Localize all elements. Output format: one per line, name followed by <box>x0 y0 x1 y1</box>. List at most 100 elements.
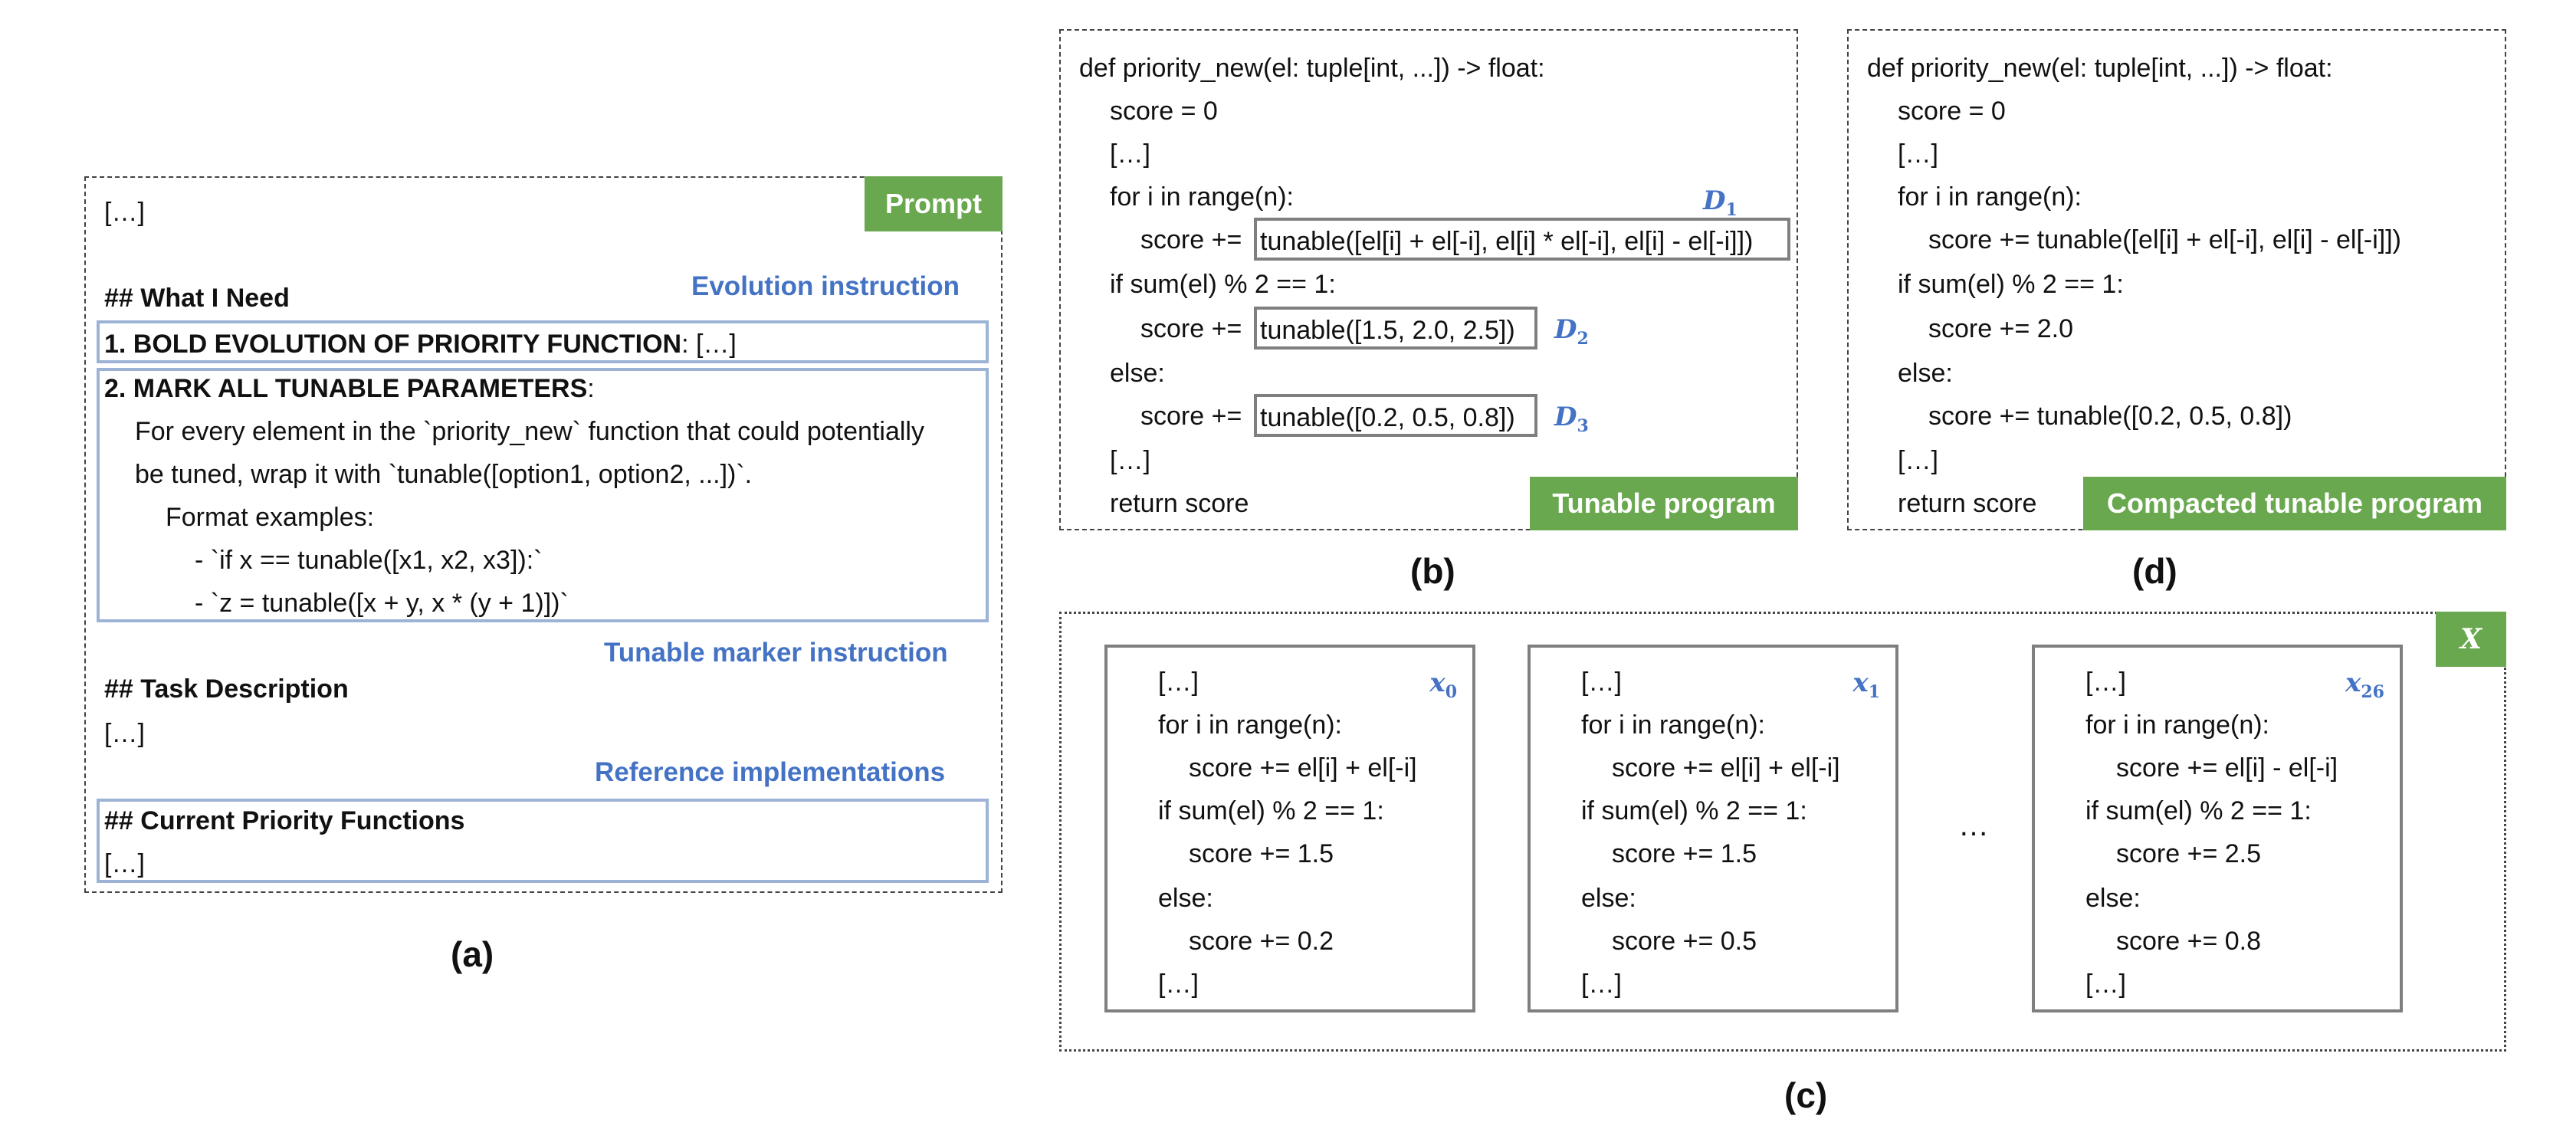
x0-line-0: […] <box>1158 668 1199 697</box>
prompt-tag: Prompt <box>865 176 1003 231</box>
current-priority-heading: ## Current Priority Functions <box>104 806 465 835</box>
d-line-ellipsis1: […] <box>1898 139 1938 169</box>
tunable-item-line3: Format examples: <box>166 503 375 532</box>
reference-implementations-label: Reference implementations <box>595 757 946 787</box>
d2-subscript: 2 <box>1577 328 1589 349</box>
d-line-score-if: score += 2.0 <box>1928 314 2074 343</box>
caption-c: (c) <box>1784 1075 1828 1115</box>
caption-d: (d) <box>2132 551 2177 591</box>
prompt-panel: Prompt […] Evolution instruction ## What… <box>84 176 1003 893</box>
x26-line-2: score += el[i] - el[-i] <box>2116 753 2338 783</box>
d-line-ellipsis2: […] <box>1898 446 1938 475</box>
tunable-marker-label: Tunable marker instruction <box>604 638 948 668</box>
program-x1-subscript: 1 <box>1868 681 1880 702</box>
x26-line-6: score += 0.8 <box>2116 927 2262 956</box>
program-x0-label: x0 <box>1429 668 1457 702</box>
compacted-program-panel: Compacted tunable program def priority_n… <box>1847 29 2506 530</box>
d-line-score-init: score = 0 <box>1898 97 2006 126</box>
tunable-item: 2. MARK ALL TUNABLE PARAMETERS: <box>104 376 595 402</box>
x1-line-2: score += el[i] + el[-i] <box>1612 753 1840 783</box>
d3-subscript: 3 <box>1577 415 1589 436</box>
b-line-ellipsis2: […] <box>1110 446 1150 475</box>
tunable-box-d3: tunable([0.2, 0.5, 0.8]) <box>1254 394 1537 437</box>
d-line-score-loop: score += tunable([el[i] + el[-i], el[i] … <box>1928 225 2401 254</box>
x0-line-7: […] <box>1158 970 1199 999</box>
what-i-need-heading: ## What I Need <box>104 284 290 313</box>
x0-line-4: score += 1.5 <box>1189 839 1334 868</box>
x26-line-4: score += 2.5 <box>2116 839 2262 868</box>
program-x26-label: x26 <box>2345 668 2384 702</box>
current-priority-ellipsis: […] <box>104 849 145 878</box>
tunable-item-line1: For every element in the `priority_new` … <box>135 417 924 446</box>
d3-letter: D <box>1554 402 1577 432</box>
task-description-ellipsis: […] <box>104 719 145 748</box>
program-x0-subscript: 0 <box>1445 681 1457 702</box>
x0-line-5: else: <box>1158 884 1213 913</box>
x26-line-7: […] <box>2085 970 2126 999</box>
x0-line-1: for i in range(n): <box>1158 710 1342 740</box>
program-x26-letter: x <box>2345 668 2361 698</box>
tunable-item-bold: 2. MARK ALL TUNABLE PARAMETERS <box>104 374 588 403</box>
x26-line-5: else: <box>2085 884 2141 913</box>
compacted-program-tag: Compacted tunable program <box>2083 477 2506 530</box>
program-x0-letter: x <box>1429 668 1446 698</box>
x26-line-1: for i in range(n): <box>2085 710 2269 740</box>
tunable-program-tag: Tunable program <box>1530 477 1798 530</box>
program-x1-letter: x <box>1852 668 1869 698</box>
x1-line-0: […] <box>1581 668 1622 697</box>
program-set-tag: X <box>2436 612 2506 667</box>
d2-letter: D <box>1554 314 1577 345</box>
d1-subscript: 1 <box>1725 199 1738 220</box>
b-line-score-loop-prefix: score += <box>1140 225 1242 254</box>
b-line-def: def priority_new(el: tuple[int, ...]) ->… <box>1079 54 1545 83</box>
program-x26-subscript: 26 <box>2361 681 2384 702</box>
d-line-else: else: <box>1898 359 1953 388</box>
tunable-item-rest: : <box>587 374 595 403</box>
x0-line-6: score += 0.2 <box>1189 927 1334 956</box>
tunable-box-d2-text: tunable([1.5, 2.0, 2.5]) <box>1260 316 1515 345</box>
tunable-item-line4: - `if x == tunable([x1, x2, x3]):` <box>195 546 543 575</box>
b-line-for: for i in range(n): <box>1110 182 1294 212</box>
task-description-heading: ## Task Description <box>104 674 349 704</box>
reference-implementations-box: ## Current Priority Functions […] <box>97 799 989 883</box>
tunable-box-d1-text: tunable([el[i] + el[-i], el[i] * el[-i],… <box>1260 227 1754 256</box>
program-x1-label: x1 <box>1852 668 1880 702</box>
caption-b: (b) <box>1410 551 1455 591</box>
d-line-def: def priority_new(el: tuple[int, ...]) ->… <box>1867 54 2333 83</box>
x26-line-0: […] <box>2085 668 2126 697</box>
b-line-score-init: score = 0 <box>1110 97 1218 126</box>
evolution-item: 1. BOLD EVOLUTION OF PRIORITY FUNCTION: … <box>104 331 737 357</box>
evolution-instruction-box: 1. BOLD EVOLUTION OF PRIORITY FUNCTION: … <box>97 320 989 363</box>
tunable-item-line2: be tuned, wrap it with `tunable([option1… <box>135 460 753 489</box>
tunable-box-d3-text: tunable([0.2, 0.5, 0.8]) <box>1260 403 1515 432</box>
tunable-marker-box: 2. MARK ALL TUNABLE PARAMETERS: For ever… <box>97 368 989 622</box>
d1-letter: D <box>1703 185 1726 216</box>
program-box-x26: x26 […] for i in range(n): score += el[i… <box>2032 645 2403 1012</box>
d-line-if: if sum(el) % 2 == 1: <box>1898 270 2124 299</box>
program-box-x1: x1 […] for i in range(n): score += el[i]… <box>1528 645 1898 1012</box>
b-line-else: else: <box>1110 359 1165 388</box>
evolution-item-bold: 1. BOLD EVOLUTION OF PRIORITY FUNCTION <box>104 330 682 359</box>
evolution-item-rest: : […] <box>681 330 737 359</box>
x1-line-7: […] <box>1581 970 1622 999</box>
x0-line-3: if sum(el) % 2 == 1: <box>1158 796 1384 825</box>
b-line-score-if-prefix: score += <box>1140 314 1242 343</box>
prompt-ellipsis-top: […] <box>104 198 145 227</box>
program-set-panel: X x0 […] for i in range(n): score += el[… <box>1059 612 2506 1052</box>
b-line-score-else-prefix: score += <box>1140 402 1242 431</box>
d2-label: D2 <box>1554 314 1589 349</box>
x1-line-1: for i in range(n): <box>1581 710 1765 740</box>
b-line-if: if sum(el) % 2 == 1: <box>1110 270 1336 299</box>
program-set-tag-text: X <box>2460 623 2482 655</box>
caption-a: (a) <box>451 934 494 974</box>
tunable-item-line5: - `z = tunable([x + y, x * (y + 1)])` <box>195 589 569 618</box>
x1-line-4: score += 1.5 <box>1612 839 1757 868</box>
d3-label: D3 <box>1554 402 1589 436</box>
tunable-program-panel: Tunable program def priority_new(el: tup… <box>1059 29 1798 530</box>
x0-line-2: score += el[i] + el[-i] <box>1189 753 1417 783</box>
d-line-return: return score <box>1898 489 2037 518</box>
program-box-x0: x0 […] for i in range(n): score += el[i]… <box>1104 645 1475 1012</box>
d-line-for: for i in range(n): <box>1898 182 2082 212</box>
tunable-box-d2: tunable([1.5, 2.0, 2.5]) <box>1254 307 1537 349</box>
d-line-score-else: score += tunable([0.2, 0.5, 0.8]) <box>1928 402 2292 431</box>
